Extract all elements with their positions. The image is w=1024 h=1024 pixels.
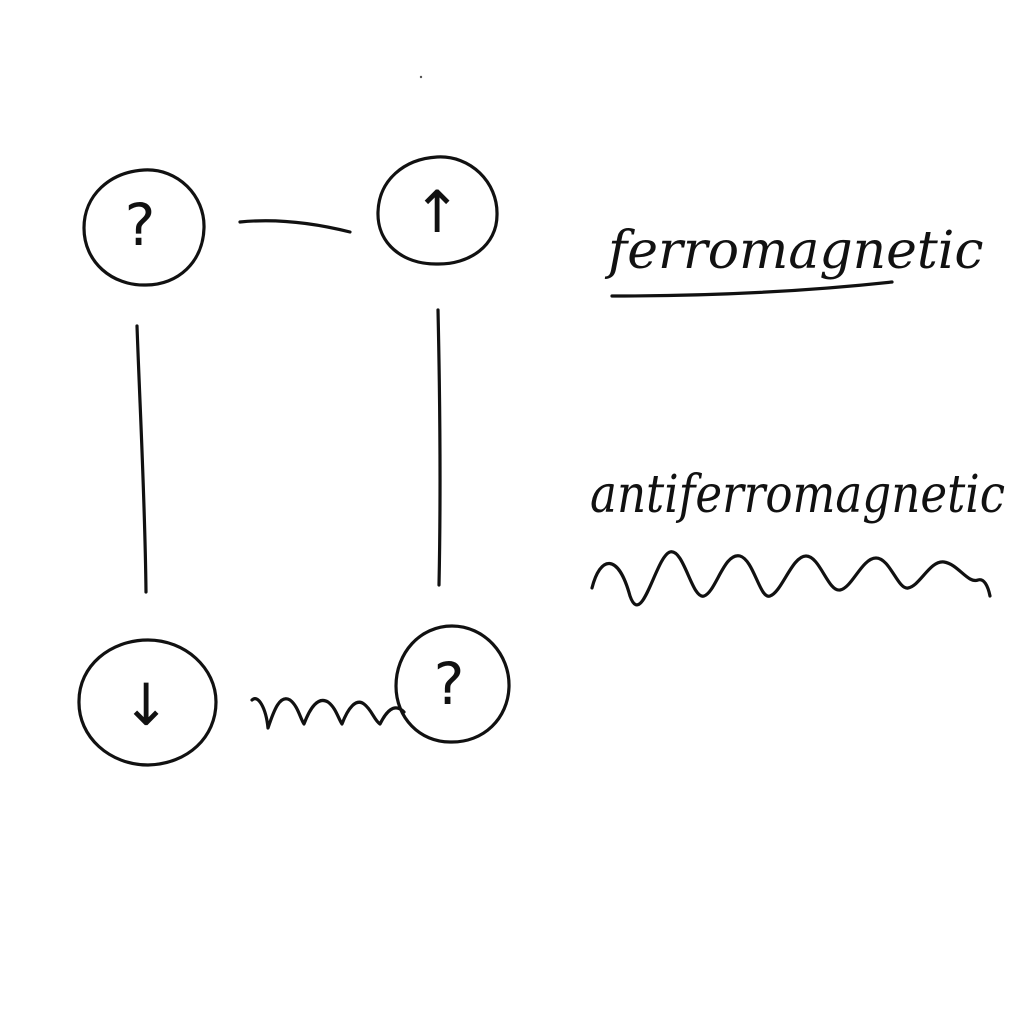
node-bottom-left-circle <box>77 638 218 767</box>
node-bottom-right-glyph: ? <box>434 650 465 718</box>
node-bottom-right: ? <box>394 624 511 744</box>
node-top-right-glyph: ↑ <box>413 178 462 246</box>
node-top-right-circle <box>376 155 499 266</box>
bond-left-ferromagnetic <box>135 324 148 594</box>
bond-bottom-antiferromagnetic <box>250 697 406 730</box>
node-bottom-left: ↓ <box>77 638 218 767</box>
stray-dot <box>419 75 423 79</box>
node-top-right: ↑ <box>376 155 499 266</box>
legend-ferromagnetic-line <box>610 280 894 298</box>
bond-right-ferromagnetic <box>436 308 442 587</box>
node-top-left-glyph: ? <box>125 191 156 259</box>
legend-antiferromagnetic-line <box>590 550 992 607</box>
node-bottom-left-glyph: ↓ <box>122 671 171 739</box>
node-bottom-right-circle <box>394 624 511 744</box>
legend-ferromagnetic-label: ferromagnetic <box>604 221 984 281</box>
legend-antiferromagnetic-label: antiferromagnetic <box>590 465 1005 525</box>
node-top-left: ? <box>82 168 206 287</box>
legend-antiferromagnetic: antiferromagnetic <box>590 465 1005 607</box>
bond-top-ferromagnetic <box>238 219 352 234</box>
legend-ferromagnetic: ferromagnetic <box>604 221 984 298</box>
node-top-left-circle <box>82 168 206 287</box>
